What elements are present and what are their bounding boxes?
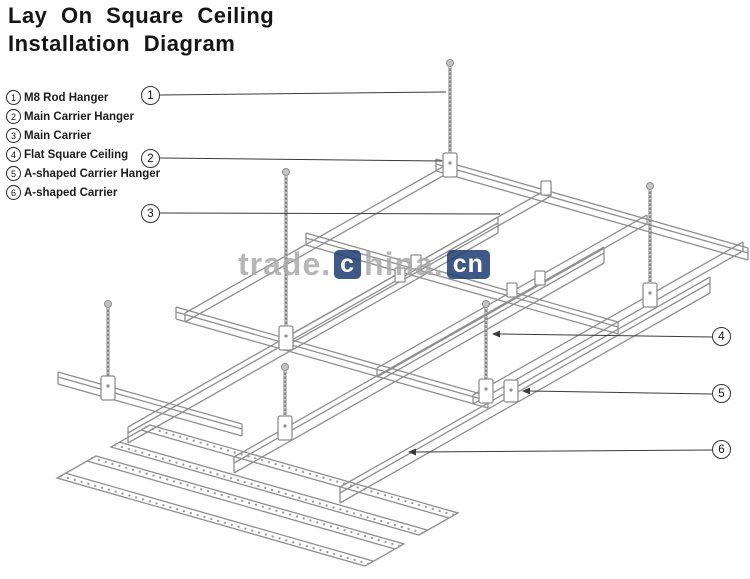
watermark: trade. c hina. cn: [238, 246, 493, 283]
arrowhead-icon: [492, 330, 500, 338]
legend-number-icon: 2: [6, 109, 21, 124]
legend-item-label: Main Carrier Hanger: [24, 110, 134, 123]
leader-lines: [159, 91, 713, 456]
legend-item-main-carrier: 3 Main Carrier: [6, 126, 160, 145]
carrier-hanger-brackets: [100, 152, 658, 441]
m8-hanger-rods: [104, 59, 654, 416]
callout-2-main-carrier-hanger: 2: [141, 149, 160, 168]
legend-number-icon: 4: [6, 147, 21, 162]
callout-3-main-carrier: 3: [141, 204, 160, 223]
page-title-line1: Lay On Square Ceiling: [8, 3, 275, 28]
callout-1-m8-rod-hanger: 1: [141, 86, 160, 105]
lower-channel: [57, 371, 243, 437]
legend-item-main-carrier-hanger: 2 Main Carrier Hanger: [6, 107, 160, 126]
arrowhead-icon: [408, 448, 416, 456]
page-title-line2: Installation Diagram: [8, 30, 236, 56]
legend-item-a-shaped-carrier: 6 A-shaped Carrier: [6, 183, 160, 202]
callout-5-a-shaped-carrier-hanger: 5: [712, 384, 731, 403]
callout-4-flat-square-ceiling: 4: [712, 327, 731, 346]
legend-number-icon: 6: [6, 185, 21, 200]
page-title: Lay On Square Ceiling Installation Diagr…: [8, 2, 274, 57]
a-shaped-carriers: [127, 216, 711, 504]
watermark-text: hina.: [364, 246, 444, 282]
legend-item-label: M8 Rod Hanger: [24, 91, 109, 104]
legend-item-label: Flat Square Ceiling: [24, 148, 129, 161]
legend-item-label: A-shaped Carrier: [24, 186, 118, 199]
legend-item-m8-rod-hanger: 1 M8 Rod Hanger: [6, 88, 160, 107]
legend-item-label: A-shaped Carrier Hanger: [24, 167, 161, 180]
watermark-logo-box: c: [334, 250, 362, 279]
legend-number-icon: 1: [6, 90, 21, 105]
arrowhead-icon: [522, 387, 530, 395]
callout-6-a-shaped-carrier: 6: [712, 440, 731, 459]
legend: 1 M8 Rod Hanger 2 Main Carrier Hanger 3 …: [6, 88, 160, 202]
main-carriers: [175, 158, 749, 409]
watermark-logo-box: cn: [446, 250, 490, 279]
watermark-text: trade.: [238, 246, 332, 282]
legend-number-icon: 3: [6, 128, 21, 143]
legend-item-label: Main Carrier: [24, 129, 92, 142]
legend-item-a-shaped-carrier-hanger: 5 A-shaped Carrier Hanger: [6, 164, 160, 183]
legend-item-flat-square-ceiling: 4 Flat Square Ceiling: [6, 145, 160, 164]
legend-number-icon: 5: [6, 166, 21, 181]
ceiling-panels: [55, 424, 460, 567]
